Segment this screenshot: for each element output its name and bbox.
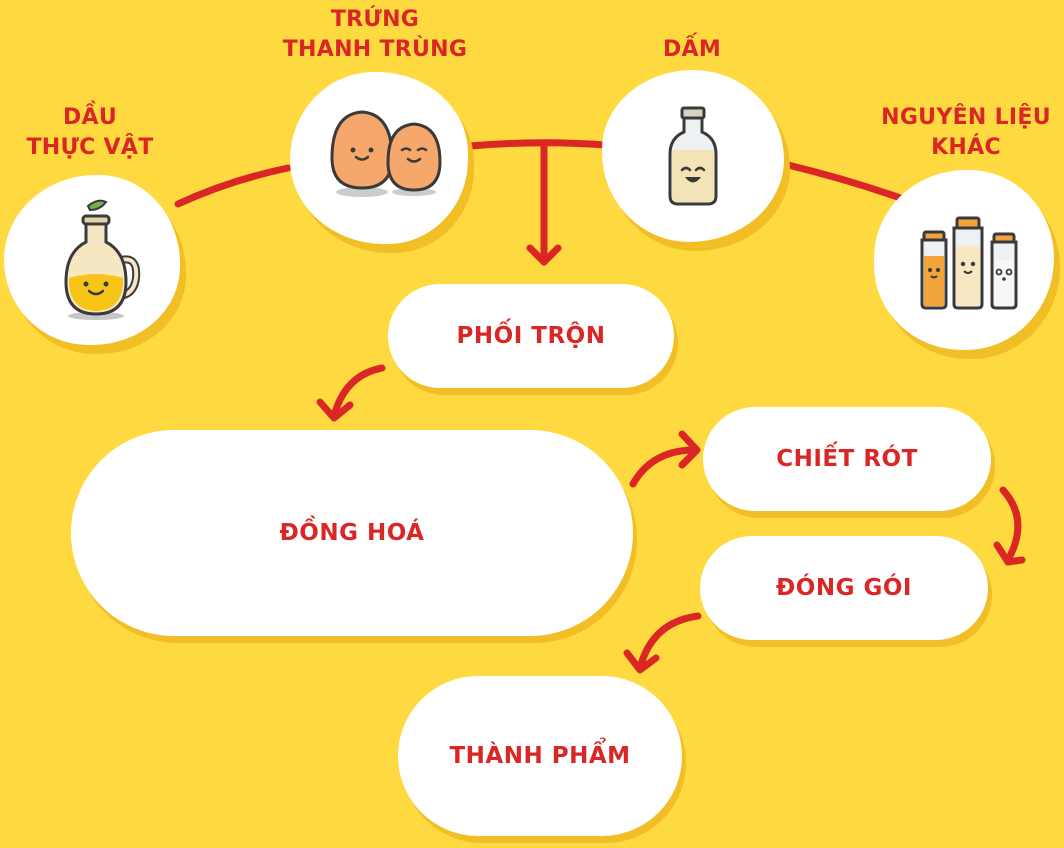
step-packaging: ĐÓNG GÓI (700, 536, 988, 640)
step-homogenize-label: ĐỒNG HOÁ (279, 520, 425, 546)
connector-vinegar-other (784, 161, 910, 204)
arrow-to-packaging-head (993, 541, 1026, 566)
step-finished: THÀNH PHẨM (398, 676, 682, 836)
ingredient-egg-label: TRỨNG THANH TRÙNG (270, 5, 480, 65)
ingredient-oil-label-line2: THỰC VẬT (26, 135, 154, 160)
step-homogenize: ĐỒNG HOÁ (71, 430, 633, 636)
arrow-to-packaging (999, 486, 1022, 564)
ingredient-other-label-line1: NGUYÊN LIỆU (881, 105, 1051, 130)
ingredient-vinegar-label-line1: DẤM (662, 37, 722, 62)
arrow-to-homogenize-head (316, 398, 354, 422)
step-packaging-label: ĐÓNG GÓI (776, 575, 912, 601)
condiment-bottles-icon (920, 216, 1018, 310)
arrow-to-filling-head (678, 430, 701, 469)
vinegar-bottle-icon (668, 106, 718, 206)
arrow-to-mixing-head (526, 244, 562, 266)
arrow-to-homogenize (330, 364, 386, 420)
step-mixing-label: PHỐI TRỘN (456, 323, 606, 349)
ingredient-egg-label-line1: TRỨNG (330, 7, 420, 32)
ingredient-oil-label: DẦU THỰC VẬT (10, 103, 170, 163)
arrow-to-finished (636, 612, 702, 672)
step-filling-label: CHIẾT RÓT (776, 446, 918, 472)
ingredient-egg-label-line2: THANH TRÙNG (282, 37, 468, 62)
step-finished-label: THÀNH PHẨM (449, 743, 631, 769)
ingredient-other-label: NGUYÊN LIỆU KHÁC (868, 103, 1064, 163)
connector-oil-egg (174, 164, 292, 208)
arrow-to-finished-head (623, 649, 660, 674)
ingredient-other-label-line2: KHÁC (931, 135, 1001, 160)
ingredient-oil-label-line1: DẦU (62, 105, 118, 130)
step-filling: CHIẾT RÓT (703, 407, 991, 511)
ingredient-vinegar-label: DẤM (632, 35, 752, 65)
step-mixing: PHỐI TRỘN (388, 284, 674, 388)
connector-egg-vinegar (466, 139, 609, 150)
oil-jar-icon (64, 199, 141, 320)
eggs-icon (330, 110, 442, 197)
arrow-to-filling (629, 446, 699, 488)
